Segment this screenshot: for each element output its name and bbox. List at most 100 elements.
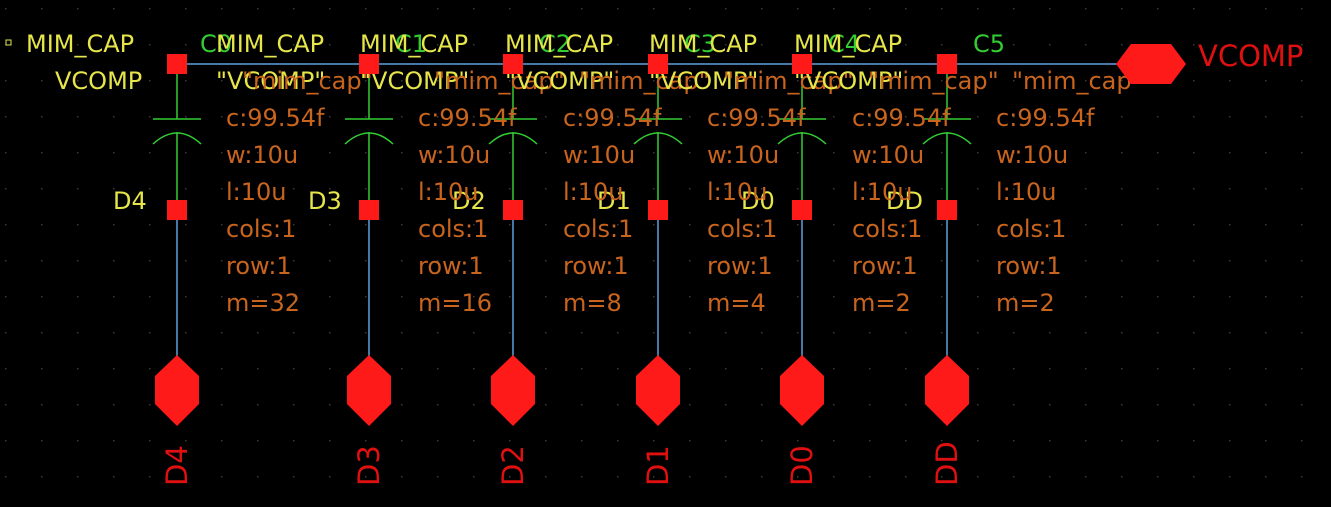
grid-dot	[869, 332, 871, 334]
grid-dot	[149, 152, 151, 154]
grid-dot	[1085, 152, 1087, 154]
grid-dot	[1265, 44, 1267, 46]
cap-top-pin[interactable]	[167, 54, 187, 74]
cap-bottom-pin[interactable]	[937, 200, 957, 220]
input-port-hexagon-icon[interactable]	[925, 355, 969, 426]
cap-top-pin[interactable]	[359, 54, 379, 74]
cap-top-pin[interactable]	[792, 54, 812, 74]
grid-dot	[977, 368, 979, 370]
grid-dot	[1193, 332, 1195, 334]
grid-dot	[1301, 116, 1303, 118]
grid-dot	[689, 260, 691, 262]
grid-dot	[833, 332, 835, 334]
grid-dot	[1121, 440, 1123, 442]
grid-dot	[5, 152, 7, 154]
grid-dot	[1193, 476, 1195, 478]
input-port-hexagon-icon[interactable]	[155, 355, 199, 426]
cap-bottom-pin[interactable]	[359, 200, 379, 220]
grid-dot	[725, 440, 727, 442]
cap-bottom-pin[interactable]	[167, 200, 187, 220]
model-name: "mim_cap"	[723, 67, 854, 95]
grid-dot	[617, 404, 619, 406]
param-3: cols:1	[418, 215, 488, 243]
grid-dot	[1265, 8, 1267, 10]
grid-dot	[77, 8, 79, 10]
cap-bottom-pin[interactable]	[792, 200, 812, 220]
pin-net-label: D3	[308, 187, 342, 215]
grid-dot	[581, 476, 583, 478]
grid-dot	[869, 368, 871, 370]
grid-dot	[689, 440, 691, 442]
grid-dot	[689, 404, 691, 406]
grid-dot	[437, 404, 439, 406]
grid-dot	[509, 296, 511, 298]
grid-dot	[329, 440, 331, 442]
grid-dot	[437, 116, 439, 118]
grid-dot	[689, 476, 691, 478]
grid-dot	[41, 296, 43, 298]
grid-dot	[437, 368, 439, 370]
cap-top-pin[interactable]	[503, 54, 523, 74]
cap-top-pin[interactable]	[937, 54, 957, 74]
grid-dot	[1085, 80, 1087, 82]
grid-dot	[473, 152, 475, 154]
cap-top-pin[interactable]	[648, 54, 668, 74]
grid-dot	[617, 188, 619, 190]
grid-dot	[329, 44, 331, 46]
grid-dot	[329, 116, 331, 118]
input-port-hexagon-icon[interactable]	[780, 355, 824, 426]
grid-dot	[41, 476, 43, 478]
cap-bottom-pin[interactable]	[503, 200, 523, 220]
output-pin-hexagon-icon[interactable]	[1116, 44, 1186, 84]
grid-dot	[1049, 404, 1051, 406]
grid-dot	[1265, 224, 1267, 226]
grid-dot	[1193, 440, 1195, 442]
grid-dot	[905, 440, 907, 442]
grid-dot	[761, 152, 763, 154]
grid-dot	[365, 44, 367, 46]
grid-dot	[329, 476, 331, 478]
grid-dot	[689, 332, 691, 334]
grid-dot	[1265, 260, 1267, 262]
grid-dot	[77, 224, 79, 226]
grid-dot	[1049, 332, 1051, 334]
port-label: D3	[352, 445, 386, 486]
grid-dot	[293, 296, 295, 298]
grid-dot	[329, 296, 331, 298]
grid-dot	[581, 152, 583, 154]
grid-dot	[5, 116, 7, 118]
grid-dot	[905, 260, 907, 262]
grid-dot	[77, 44, 79, 46]
param-2: l:10u	[226, 178, 287, 206]
param-1: w:10u	[226, 141, 298, 169]
grid-dot	[761, 440, 763, 442]
grid-dot	[5, 80, 7, 82]
cap-bottom-pin[interactable]	[648, 200, 668, 220]
grid-dot	[1085, 224, 1087, 226]
grid-dot	[653, 8, 655, 10]
grid-dot	[797, 152, 799, 154]
grid-dot	[1049, 296, 1051, 298]
grid-dot	[1265, 368, 1267, 370]
grid-dot	[617, 368, 619, 370]
grid-dot	[797, 332, 799, 334]
grid-dot	[1121, 80, 1123, 82]
grid-dot	[797, 44, 799, 46]
grid-dot	[725, 188, 727, 190]
grid-dot	[941, 44, 943, 46]
input-port-hexagon-icon[interactable]	[636, 355, 680, 426]
grid-dot	[941, 152, 943, 154]
grid-dot	[1157, 476, 1159, 478]
input-port-hexagon-icon[interactable]	[347, 355, 391, 426]
grid-dot	[1013, 476, 1015, 478]
param-3: cols:1	[996, 215, 1066, 243]
grid-dot	[437, 440, 439, 442]
grid-dot	[1229, 80, 1231, 82]
grid-dot	[41, 332, 43, 334]
grid-dot	[509, 332, 511, 334]
grid-dot	[1013, 260, 1015, 262]
grid-dot	[869, 188, 871, 190]
input-port-hexagon-icon[interactable]	[491, 355, 535, 426]
grid-dot	[545, 368, 547, 370]
